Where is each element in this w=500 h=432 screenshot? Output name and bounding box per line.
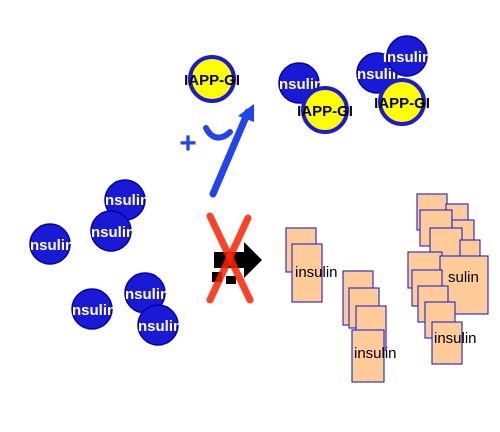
insulin-monomer: insulin bbox=[87, 210, 135, 252]
iapp-label: IAPP-GI bbox=[374, 95, 430, 112]
complex-insulin-iapp: insulin insulin IAPP-GI bbox=[353, 35, 431, 126]
fibril-stack-large: sulin insulin bbox=[407, 193, 489, 365]
insulin-monomer: insulin bbox=[26, 223, 74, 265]
insulin-label: insulin bbox=[87, 224, 135, 241]
insulin-monomer: insulin bbox=[353, 52, 401, 94]
free-iapp-gi: IAPP-GI bbox=[184, 55, 240, 103]
fibril-label: insulin bbox=[295, 264, 338, 281]
free-insulin-group: insulin insulin insulin insulin insulin … bbox=[26, 179, 182, 346]
iapp-label: IAPP-GI bbox=[184, 72, 240, 89]
insulin-label: insulin bbox=[121, 286, 169, 303]
plus-sign: + bbox=[179, 127, 197, 160]
fibril-stack-medium: insulin bbox=[342, 270, 397, 383]
insulin-label: insulin bbox=[26, 237, 74, 254]
curved-arrow-icon bbox=[203, 104, 254, 198]
complex-insulin-iapp: insulin IAPP-GI bbox=[275, 62, 353, 134]
insulin-label: insulin bbox=[275, 76, 323, 93]
insulin-label: insulin bbox=[101, 192, 149, 209]
blocked-arrow-icon bbox=[206, 212, 262, 304]
fibril-label: insulin bbox=[434, 330, 477, 347]
iapp-gi: IAPP-GI bbox=[297, 86, 353, 134]
insulin-monomer: insulin bbox=[101, 179, 149, 221]
fibril-label: sulin bbox=[448, 269, 479, 286]
iapp-label: IAPP-GI bbox=[297, 103, 353, 120]
insulin-monomer: insulin bbox=[68, 288, 116, 330]
fibril-stack-small: insulin bbox=[285, 227, 338, 303]
insulin-monomer: insulin bbox=[134, 304, 182, 346]
insulin-label: insulin bbox=[134, 318, 182, 335]
fibril-label: insulin bbox=[354, 345, 397, 362]
insulin-label: insulin bbox=[383, 49, 431, 66]
iapp-gi: IAPP-GI bbox=[374, 78, 430, 126]
insulin-label: insulin bbox=[68, 302, 116, 319]
insulin-monomer: insulin bbox=[383, 35, 431, 77]
insulin-label: insulin bbox=[353, 66, 401, 83]
